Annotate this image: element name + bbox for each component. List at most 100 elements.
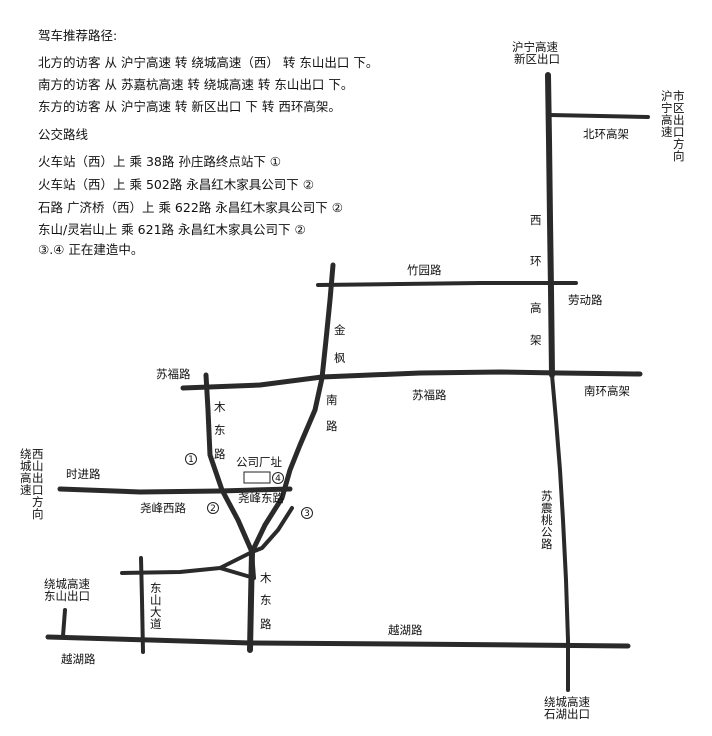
directions-title: 驾车推荐路径: [38,28,118,43]
svg-text:3: 3 [304,509,310,519]
bus-title: 公交路线 [38,127,89,142]
road-shijin [57,486,293,495]
company-site-marker [243,471,271,484]
svg-text:宁: 宁 [661,101,673,115]
svg-text:路: 路 [326,419,338,433]
svg-text:4: 4 [275,474,281,484]
label-yaofeng-east: 尧峰东路 [238,491,284,505]
bus-route-4: 东山/灵岩山上 乘 621路 永昌红木家具公司下 ② [38,222,306,237]
svg-text:方: 方 [673,137,685,151]
road-beihuan-gaojia [548,113,650,119]
svg-text:山: 山 [150,593,162,607]
road-suzhen-tao [550,373,570,692]
svg-text:路: 路 [260,617,272,631]
svg-text:市: 市 [673,89,685,103]
svg-text:出: 出 [32,471,44,485]
directions-south: 南方的访客 从 苏嘉杭高速 转 绕城高速 转 东山出口 下。 [38,77,354,92]
svg-text:出: 出 [673,113,685,127]
svg-text:东: 东 [150,581,162,595]
svg-text:南: 南 [326,393,338,407]
label-xihuan: 西 环 高 架 [530,213,542,347]
road-zhuyuan [316,281,578,287]
svg-text:苏: 苏 [541,489,553,503]
directions-east: 东方的访客 从 沪宁高速 转 新区出口 下 转 西环高架。 [38,99,341,114]
svg-text:金: 金 [334,323,346,337]
roads [45,72,650,692]
bus-route-3: 石路 广济桥（西）上 乘 622路 永昌红木家具公司下 ② [38,200,343,215]
label-mudong-north: 木 东 路 [214,400,226,461]
label-beihuan: 北环高架 [583,127,629,141]
road-sufu [180,369,643,391]
label-dongshan-dadao: 东 山 大 道 [150,581,162,631]
bus-marker-1: 1 [185,453,197,465]
svg-text:枫: 枫 [334,351,346,365]
bus-marker-2: 2 [207,502,219,514]
svg-text:大: 大 [150,605,162,619]
svg-text:方: 方 [32,495,44,509]
road-mudong-north [203,372,255,555]
bus-marker-4: 4 [272,472,284,484]
road-dongshan-dadao [139,556,145,654]
road-jinfeng [319,262,336,381]
svg-text:震: 震 [541,501,553,515]
svg-text:路: 路 [541,537,553,551]
road-yuehu [45,634,631,649]
label-suzhen-tao: 苏 震 桃 公 路 [541,489,553,551]
label-sufu-center: 苏福路 [412,388,447,402]
label-exit-shiqu: 沪 宁 高 速 市 区 出 口 方 向 [661,89,685,163]
svg-text:东: 东 [260,593,272,607]
label-nanhuan: 南环高架 [584,384,630,398]
label-shijin: 时进路 [66,467,101,481]
label-yuehu-center: 越湖路 [388,623,423,637]
svg-text:西: 西 [32,447,44,461]
label-exit-xinqu-2: 新区出口 [514,52,560,66]
label-company: 公司厂址 [236,455,282,469]
svg-text:山: 山 [32,459,44,473]
svg-text:1: 1 [188,455,194,465]
road-xihuan-gaojia [545,72,555,378]
svg-text:西: 西 [530,213,542,227]
directions-north: 北方的访客 从 沪宁高速 转 绕城高速（西） 转 东山出口 下。 [38,55,379,70]
label-jinfeng: 金 枫 南 路 [326,323,346,433]
bus-marker-3: 3 [301,507,313,519]
svg-text:区: 区 [673,101,685,115]
label-dongshan-exit-1: 绕城高速 [44,577,90,591]
svg-text:桃: 桃 [541,513,553,527]
svg-text:绕: 绕 [20,447,32,461]
svg-text:路: 路 [214,447,226,461]
label-yaofeng-west: 尧峰西路 [140,501,186,515]
svg-text:向: 向 [673,149,685,163]
label-laodong: 劳动路 [568,293,603,307]
svg-text:环: 环 [530,254,542,268]
bus-route-1: 火车站（西）上 乘 38路 孙庄路终点站下 ① [38,154,282,169]
road-yaofeng-east [250,506,294,554]
road-jinfeng-south [249,375,325,555]
svg-text:向: 向 [32,507,44,521]
road-triangle [218,550,256,580]
svg-text:木: 木 [260,571,272,585]
label-shihu-exit-2: 石湖出口 [544,707,590,721]
svg-text:口: 口 [673,125,685,139]
label-zhuyuan: 竹园路 [407,263,442,277]
svg-text:速: 速 [661,125,673,139]
label-shihu-exit-1: 绕城高速 [544,695,590,709]
svg-text:公: 公 [541,525,553,539]
svg-text:高: 高 [530,301,542,315]
svg-text:高: 高 [661,113,673,127]
label-yuehu-west: 越湖路 [61,652,96,666]
svg-text:东: 东 [214,423,226,437]
label-ringwest: 绕 城 高 速 西 山 出 口 方 向 [20,447,44,521]
svg-text:2: 2 [210,504,216,514]
road-dongshan-link [120,566,222,575]
bus-route-note: ③.④ 正在建造中。 [38,242,144,257]
road-dongshan-exit-stub [61,608,67,638]
svg-text:城: 城 [20,459,32,473]
label-mudong-south: 木 东 路 [260,571,272,631]
bus-route-2: 火车站（西）上 乘 502路 永昌红木家具公司下 ② [38,177,314,192]
label-sufu-west: 苏福路 [156,367,191,381]
svg-text:沪: 沪 [661,89,673,103]
svg-text:道: 道 [150,617,162,631]
svg-text:口: 口 [32,483,44,497]
svg-text:木: 木 [214,400,226,414]
